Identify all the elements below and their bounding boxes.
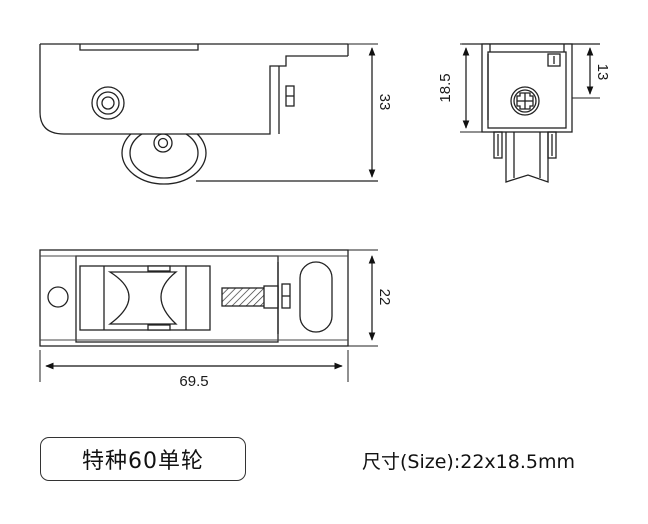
dimension-33: 33 — [348, 43, 393, 178]
mounting-hole — [47, 286, 69, 308]
dim-top-width: 22 — [376, 289, 393, 306]
adjust-slot — [299, 261, 333, 333]
dimension-22: 22 — [348, 249, 393, 347]
dim-side-height: 33 — [376, 94, 393, 111]
side-housing — [39, 43, 349, 135]
dim-top-length: 69.5 — [179, 373, 208, 390]
product-name-badge: 特种60单轮 — [40, 437, 246, 481]
dim-front-upper: 13 — [594, 64, 611, 81]
dimension-69-5: 69.5 — [39, 350, 349, 390]
roller-outline — [107, 271, 178, 325]
hatched-adjuster — [221, 287, 267, 307]
size-spec-label: 尺寸(Size):22x18.5mm — [362, 451, 575, 473]
side-axle — [91, 86, 125, 120]
top-view — [39, 249, 349, 347]
side-view — [39, 43, 378, 185]
side-wheel — [121, 121, 207, 185]
screw-head — [510, 86, 540, 116]
dimension-18-5: 18.5 — [437, 43, 488, 133]
dimension-13: 13 — [572, 47, 611, 99]
front-view — [462, 43, 600, 183]
dim-front-height: 18.5 — [437, 73, 454, 102]
